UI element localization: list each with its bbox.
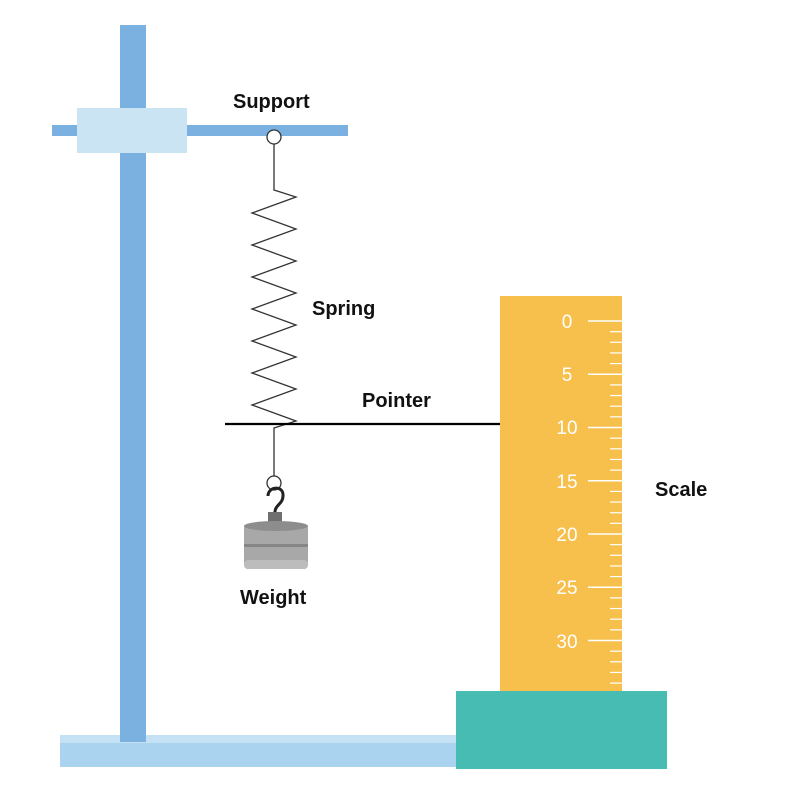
tick-label-5: 5 [562,365,573,386]
tick-label-15: 15 [556,472,577,493]
spring-label: Spring [312,298,375,320]
tick-label-25: 25 [556,578,577,599]
support-arm [52,125,348,136]
clamp [77,108,187,153]
spring [250,144,299,478]
weight [244,512,308,569]
weight-ring [266,475,282,491]
tick-label-30: 30 [556,632,577,653]
weight-hook [266,486,285,513]
scale-label: Scale [655,479,707,501]
weight-label: Weight [240,587,307,609]
pointer-label: Pointer [362,390,431,412]
support-hook [266,129,282,145]
tick-label-10: 10 [556,418,577,439]
tick-label-20: 20 [556,525,577,546]
ruler-tick-labels: 0 5 10 15 20 25 30 [556,312,577,653]
ruler-base [456,691,667,769]
stand-base-top [60,735,460,743]
ruler [500,296,622,696]
support-label: Support [233,91,310,113]
tick-label-0: 0 [562,312,573,333]
ruler-ticks [588,320,622,684]
